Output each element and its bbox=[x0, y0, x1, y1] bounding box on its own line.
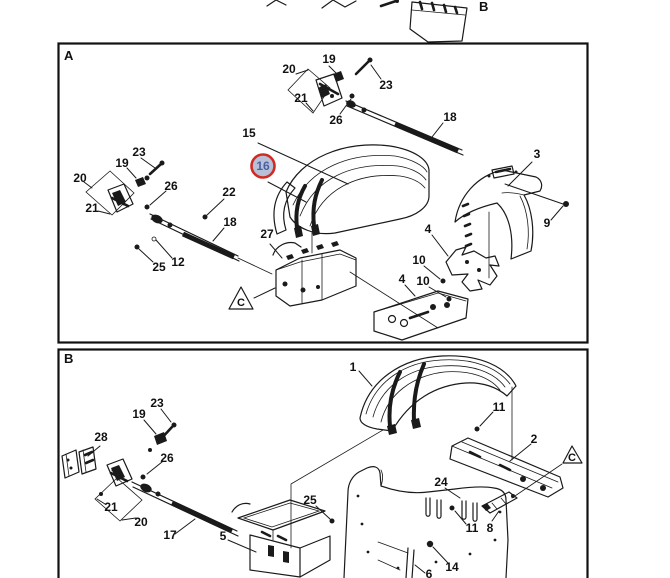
callout-b-5: 5 bbox=[220, 529, 227, 543]
panel-a-marker: A bbox=[64, 48, 74, 63]
panel-a-left-bracket-assembly bbox=[83, 157, 167, 216]
callout-a-10-lower: 10 bbox=[416, 274, 430, 288]
callout-a-21-top: 21 bbox=[294, 91, 308, 105]
callout-b-11-upper: 11 bbox=[493, 400, 506, 414]
panel-a-plate-4-lower bbox=[373, 284, 469, 341]
callout-a-9: 9 bbox=[544, 216, 551, 230]
panel-b-border bbox=[57, 348, 589, 578]
callout-a-20-left: 20 bbox=[73, 171, 87, 185]
callout-a-18-top: 18 bbox=[443, 110, 457, 124]
highlight-circle bbox=[250, 153, 276, 179]
panel-b-box-5 bbox=[227, 499, 335, 578]
callout-b-11-lower: 11 bbox=[466, 521, 479, 535]
callout-a-26-top: 26 bbox=[329, 113, 343, 127]
panel-b-mudflap-panel bbox=[343, 466, 509, 578]
callout-a-12: 12 bbox=[171, 255, 185, 269]
callout-a-21-left: 21 bbox=[85, 201, 99, 215]
callout-a-10-upper: 10 bbox=[412, 253, 426, 267]
highlighted-callout-16: 16 bbox=[250, 153, 276, 179]
callout-b-2: 2 bbox=[531, 432, 538, 446]
callout-a-19-left: 19 bbox=[115, 156, 129, 170]
callout-b-17: 17 bbox=[163, 528, 177, 542]
panel-a-top-bracket-assembly bbox=[287, 57, 382, 115]
callout-a-27: 27 bbox=[260, 227, 274, 241]
panel-a-top-shaft bbox=[345, 100, 464, 156]
callout-b-1: 1 bbox=[350, 360, 357, 374]
callout-a-25: 25 bbox=[152, 260, 166, 274]
callout-b-19: 19 bbox=[132, 407, 146, 421]
panel-a-part-16-bracket bbox=[273, 181, 296, 235]
panel-b-fender-1 bbox=[290, 355, 517, 549]
callout-a-3: 3 bbox=[534, 147, 541, 161]
panel-b-hinge-28 bbox=[61, 445, 101, 479]
callout-a-4-upper: 4 bbox=[425, 222, 432, 236]
panel-b-marker: B bbox=[64, 351, 73, 366]
callout-b-21: 21 bbox=[104, 500, 118, 514]
panel-a-datum-triangle: C bbox=[228, 286, 276, 310]
callout-b-23: 23 bbox=[150, 396, 164, 410]
panel-a-plate-4-upper bbox=[423, 234, 500, 292]
callout-a-20-top: 20 bbox=[282, 62, 296, 76]
callout-a-23-top: 23 bbox=[379, 78, 393, 92]
callout-b-28: 28 bbox=[94, 430, 108, 444]
panel-b-bracket-2: C bbox=[449, 437, 583, 499]
panel-b-bracket-assembly bbox=[94, 408, 177, 522]
panel-a: A bbox=[57, 42, 589, 344]
callout-b-24: 24 bbox=[434, 475, 448, 489]
overflow-section-marker: B bbox=[479, 0, 488, 14]
callout-b-8: 8 bbox=[487, 521, 494, 535]
panel-b-shaft-17 bbox=[131, 481, 239, 537]
callout-a-22: 22 bbox=[222, 185, 236, 199]
callout-a-19-top: 19 bbox=[322, 52, 336, 66]
callout-a-16: 16 bbox=[256, 159, 270, 173]
panel-a-fender-15 bbox=[257, 142, 430, 254]
callout-b-14: 14 bbox=[445, 560, 459, 574]
callout-a-18-left: 18 bbox=[223, 215, 237, 229]
panel-a-bracket-27 bbox=[269, 241, 439, 329]
panel-b: B C bbox=[57, 348, 589, 578]
callout-a-26-left: 26 bbox=[164, 179, 178, 193]
screw-14 bbox=[426, 540, 434, 548]
callout-b-20: 20 bbox=[134, 515, 148, 529]
panel-a-fender-3 bbox=[454, 161, 569, 279]
callout-b-25: 25 bbox=[303, 493, 317, 507]
callout-a-23-left: 23 bbox=[132, 145, 146, 159]
screw-9 bbox=[563, 201, 569, 207]
panel-a-datum-label: C bbox=[237, 297, 245, 309]
callout-a-4-lower: 4 bbox=[399, 272, 406, 286]
callout-b-26: 26 bbox=[160, 451, 174, 465]
panel-a-border bbox=[57, 42, 589, 344]
previous-figure-overflow: B bbox=[266, 0, 488, 43]
callout-a-15: 15 bbox=[242, 126, 256, 140]
panel-a-left-shaft bbox=[134, 198, 273, 275]
panel-b-datum-label: C bbox=[568, 452, 576, 464]
callout-b-6: 6 bbox=[426, 567, 433, 578]
